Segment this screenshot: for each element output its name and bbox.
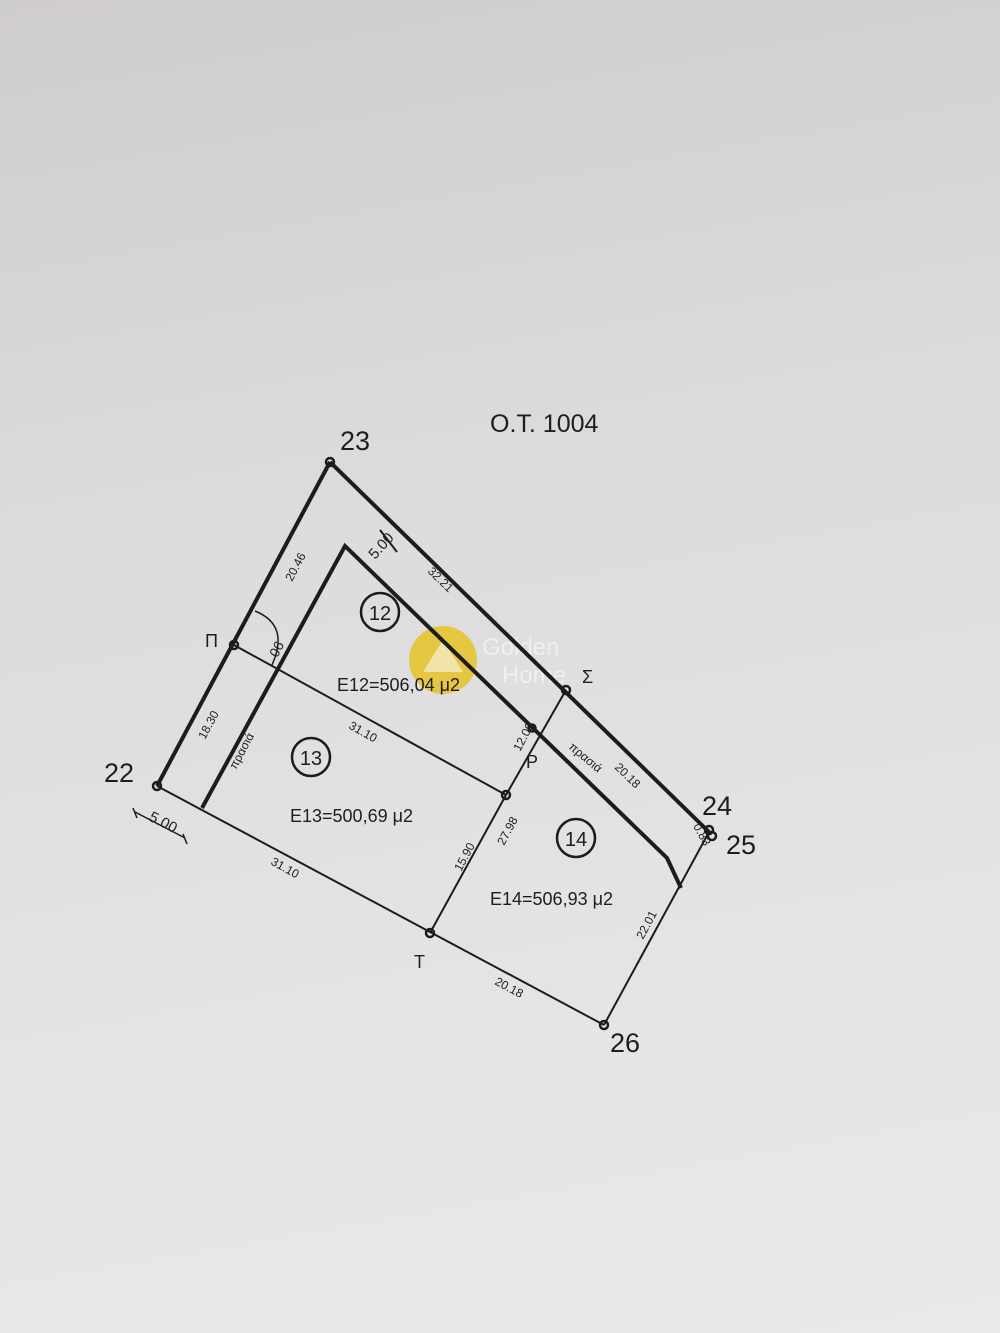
angle-arc [254,610,279,666]
setback-dim-line [379,529,398,553]
point-label-25: 25 [726,830,756,860]
point-marker-rho [500,789,512,801]
dim-31-10-bottom: 31.10 [269,854,302,881]
point-marker-sigma [560,684,572,696]
building-line [200,542,683,889]
boundary-23-22 [155,461,332,787]
point-label-tau: Τ [414,952,425,972]
block-title: Ο.Τ. 1004 [490,410,599,438]
point-marker-mid [527,723,537,733]
boundary-23-24 [328,460,711,834]
point-label-sigma: Σ [582,667,593,687]
plot-number-13: 13 [300,748,322,770]
point-marker-pi [228,639,240,651]
setback-label-right: πρασιά [566,740,605,776]
plot-circle-14 [555,817,597,859]
dim-32-21: 32.21 [425,564,457,595]
plot-number-14: 14 [565,829,587,851]
point-label-26: 26 [610,1028,640,1058]
point-marker-23 [324,456,336,468]
point-marker-22 [151,780,163,792]
plot-area-13: Ε13=500,69 μ2 [290,806,413,826]
setback-dim-bottom [134,811,186,839]
point-marker-25 [706,830,718,842]
point-label-rho: Ρ [526,752,538,772]
dim-18-30: 18.30 [195,708,222,741]
point-label-22: 22 [104,758,134,788]
setback-label-left: πρασιά [226,730,257,771]
plot-area-14: Ε14=506,93 μ2 [490,889,613,909]
line-rho-tau [429,794,507,934]
dim-tick [132,807,138,819]
plot-number-12: 12 [369,603,391,625]
boundary-22-26 [156,785,605,1026]
plot-circle-12 [359,591,401,633]
point-label-23: 23 [340,426,370,456]
point-marker-tau [424,927,436,939]
line-sigma-rho [505,689,567,796]
dim-20-46: 20.46 [282,550,309,583]
point-marker-26 [598,1019,610,1031]
line-pi-rho [233,644,507,796]
plot-area-12: Ε12=506,04 μ2 [337,675,460,695]
dim-27-98: 27.98 [494,814,521,847]
dim-22-01: 22.01 [633,908,660,941]
boundary-26-25 [603,831,710,1026]
dim-tick [182,833,188,845]
dim-15-90: 15.90 [451,840,478,873]
dim-5-00-top: 5.00 [365,530,397,563]
watermark-triangle-icon [423,640,463,672]
plot-circle-13 [290,736,332,778]
dim-20-18-bottom: 20.18 [493,974,526,1001]
angle-label: 90 [266,639,288,660]
point-label-24: 24 [702,791,732,821]
point-label-pi: Π [205,631,218,651]
